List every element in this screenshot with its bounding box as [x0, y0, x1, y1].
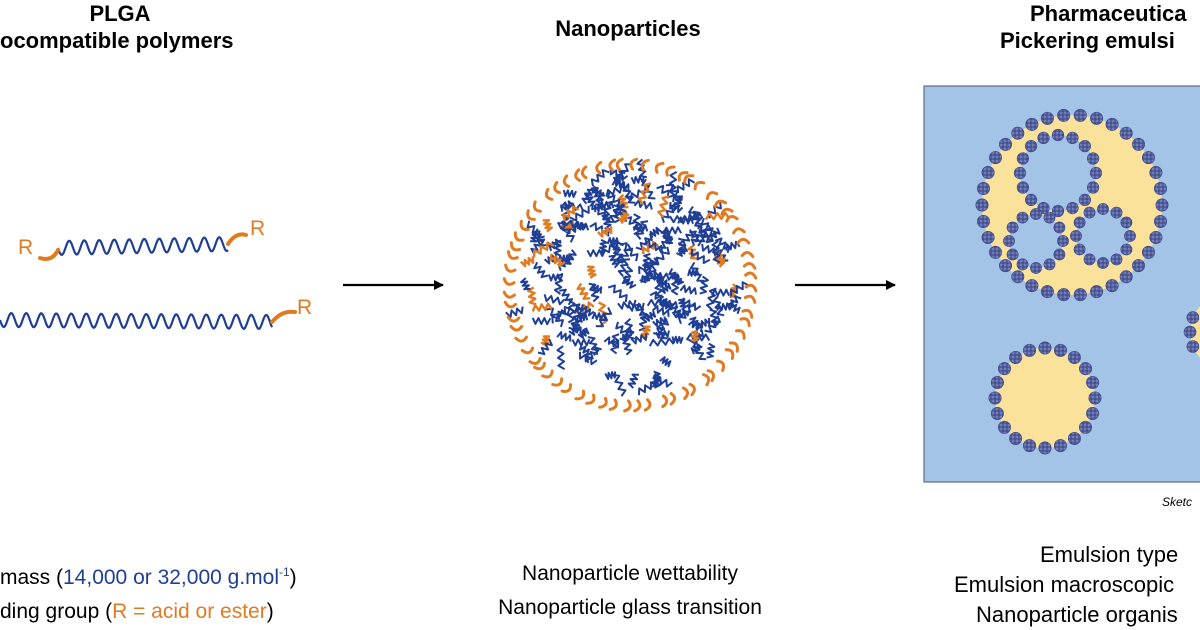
end-group-right-2 [270, 309, 297, 324]
nanoparticle-caption-line2: Nanoparticle glass transition [498, 596, 762, 619]
plga-title-line2: ocompatible polymers [0, 28, 234, 53]
plga-title-line1: PLGA [89, 1, 151, 26]
polymer-chain-long [0, 309, 297, 331]
sketch-note: Sketc [1162, 495, 1193, 509]
molar-mass-value: 14,000 or 32,000 g.mol [63, 566, 279, 589]
pickering-emulsion-sketch [923, 85, 1200, 483]
nanoparticle-surface-groups [502, 157, 758, 413]
end-group-value: R = acid or ester [112, 600, 267, 623]
emulsion-caption-line3: Nanoparticle organis [976, 602, 1178, 627]
plga-caption: mass (14,000 or 32,000 g.mol-1) ding gro… [0, 555, 297, 629]
end-group-label-left: R [18, 236, 34, 259]
plga-caption-line1: mass (14,000 or 32,000 g.mol-1) [0, 565, 297, 589]
emulsion-caption: Emulsion type Emulsion macroscopic Nanop… [920, 540, 1200, 630]
molar-mass-exponent: -1 [279, 565, 290, 579]
nanoparticle-caption: Nanoparticle wettability Nanoparticle gl… [440, 557, 820, 625]
inner-droplet-top [1020, 135, 1096, 211]
end-group-label-right: R [250, 217, 266, 240]
nanoparticle-polymer-mesh [505, 158, 750, 397]
nanoparticle-caption-line1: Nanoparticle wettability [522, 562, 738, 585]
emulsion-caption-line1: Emulsion type [1040, 542, 1179, 567]
nanoparticle-shell [975, 108, 1200, 455]
emulsion-title: Pharmaceutica Pickering emulsi [1000, 0, 1200, 54]
end-group-left [38, 248, 60, 261]
inner-droplet-right [1076, 209, 1130, 263]
emulsion-title-line2: Pickering emulsi [1000, 28, 1175, 53]
plga-title: PLGA ocompatible polymers [0, 0, 240, 54]
end-group-label-long: R [297, 296, 313, 319]
end-group-right [226, 232, 248, 246]
nanoparticles-title: Nanoparticles [555, 16, 701, 41]
emulsion-title-line1: Pharmaceutica [1030, 1, 1187, 26]
nanoparticle [502, 157, 758, 413]
inner-droplet-left [1009, 214, 1063, 268]
emulsion-caption-line2: Emulsion macroscopic [954, 572, 1175, 597]
plga-caption-line2: ding group (R = acid or ester) [0, 600, 274, 623]
polymer-chain-short [38, 232, 248, 261]
small-droplet [995, 348, 1095, 448]
